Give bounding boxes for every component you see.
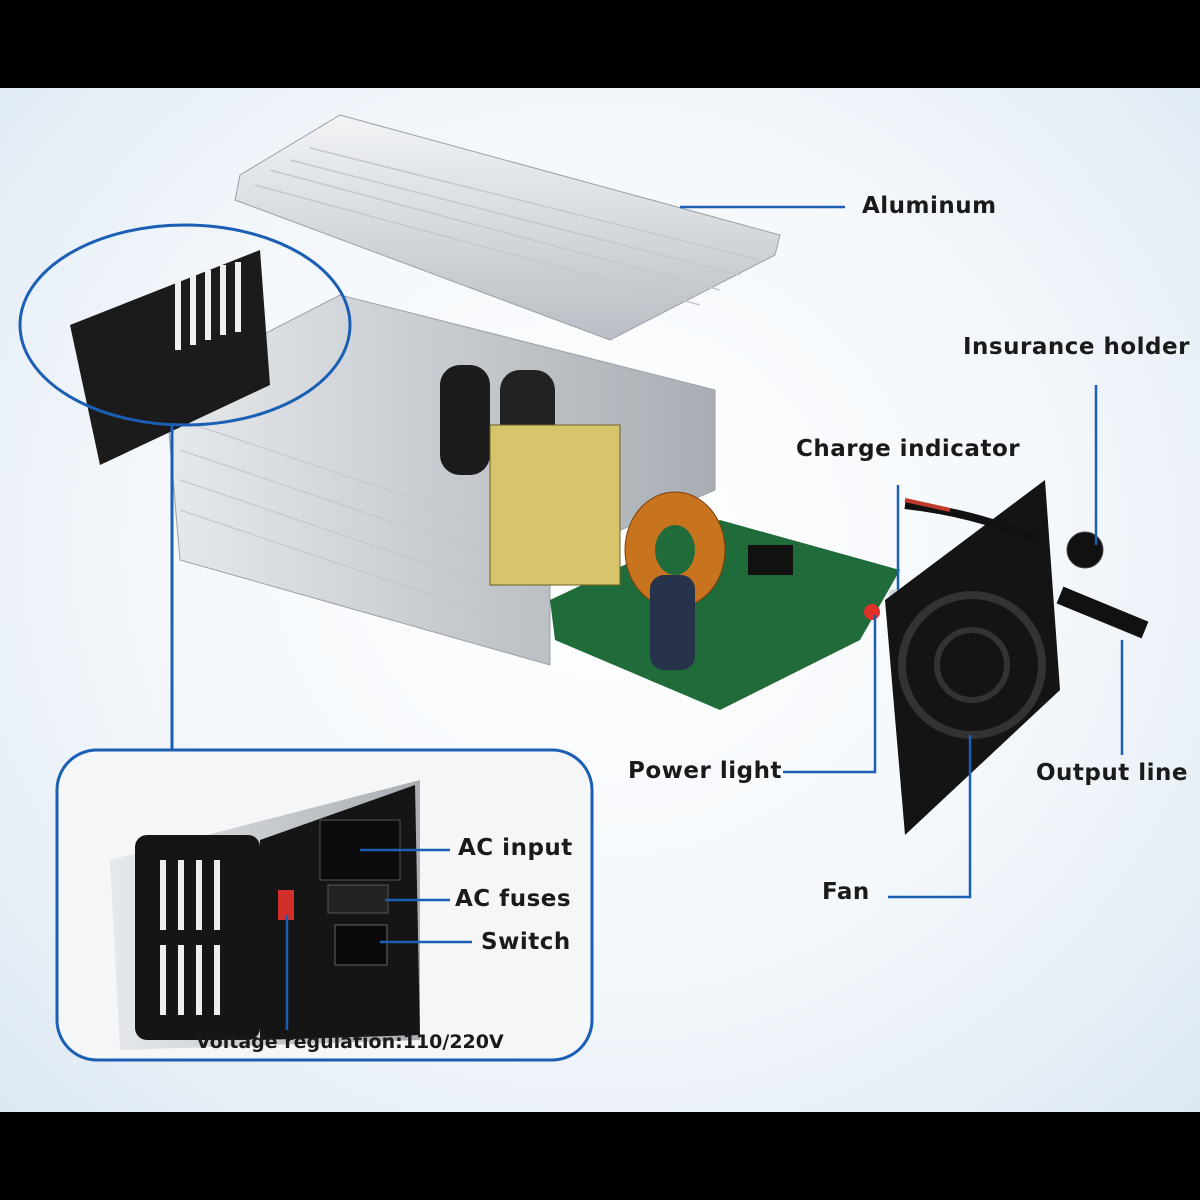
power-light-led xyxy=(864,604,880,620)
label-insurance-holder: Insurance holder xyxy=(963,334,1190,360)
label-power-light: Power light xyxy=(628,758,782,784)
output-cable xyxy=(1056,586,1149,639)
front-panel xyxy=(885,480,1060,835)
label-voltage-regulation: Voltage regulation:110/220V xyxy=(196,1031,504,1053)
aluminum-lid xyxy=(234,114,781,341)
label-fan: Fan xyxy=(822,879,870,905)
insurance-holder-knob xyxy=(1066,531,1104,569)
leader-lines xyxy=(285,205,1124,1030)
label-ac-fuses: AC fuses xyxy=(455,886,572,912)
capacitor xyxy=(440,365,490,475)
callout-ellipse xyxy=(18,223,352,427)
power-switch xyxy=(334,924,388,966)
inset-end-panel xyxy=(135,835,260,1040)
ac-fuse-holder xyxy=(327,884,389,914)
label-switch: Switch xyxy=(481,929,571,955)
voltage-selector xyxy=(278,890,294,920)
transformer xyxy=(489,424,621,586)
label-aluminum: Aluminum xyxy=(862,193,997,219)
label-ac-input: AC input xyxy=(458,835,573,861)
label-charge-indicator: Charge indicator xyxy=(796,436,1021,462)
fan xyxy=(898,591,1046,739)
label-output-line: Output line xyxy=(1036,760,1189,786)
